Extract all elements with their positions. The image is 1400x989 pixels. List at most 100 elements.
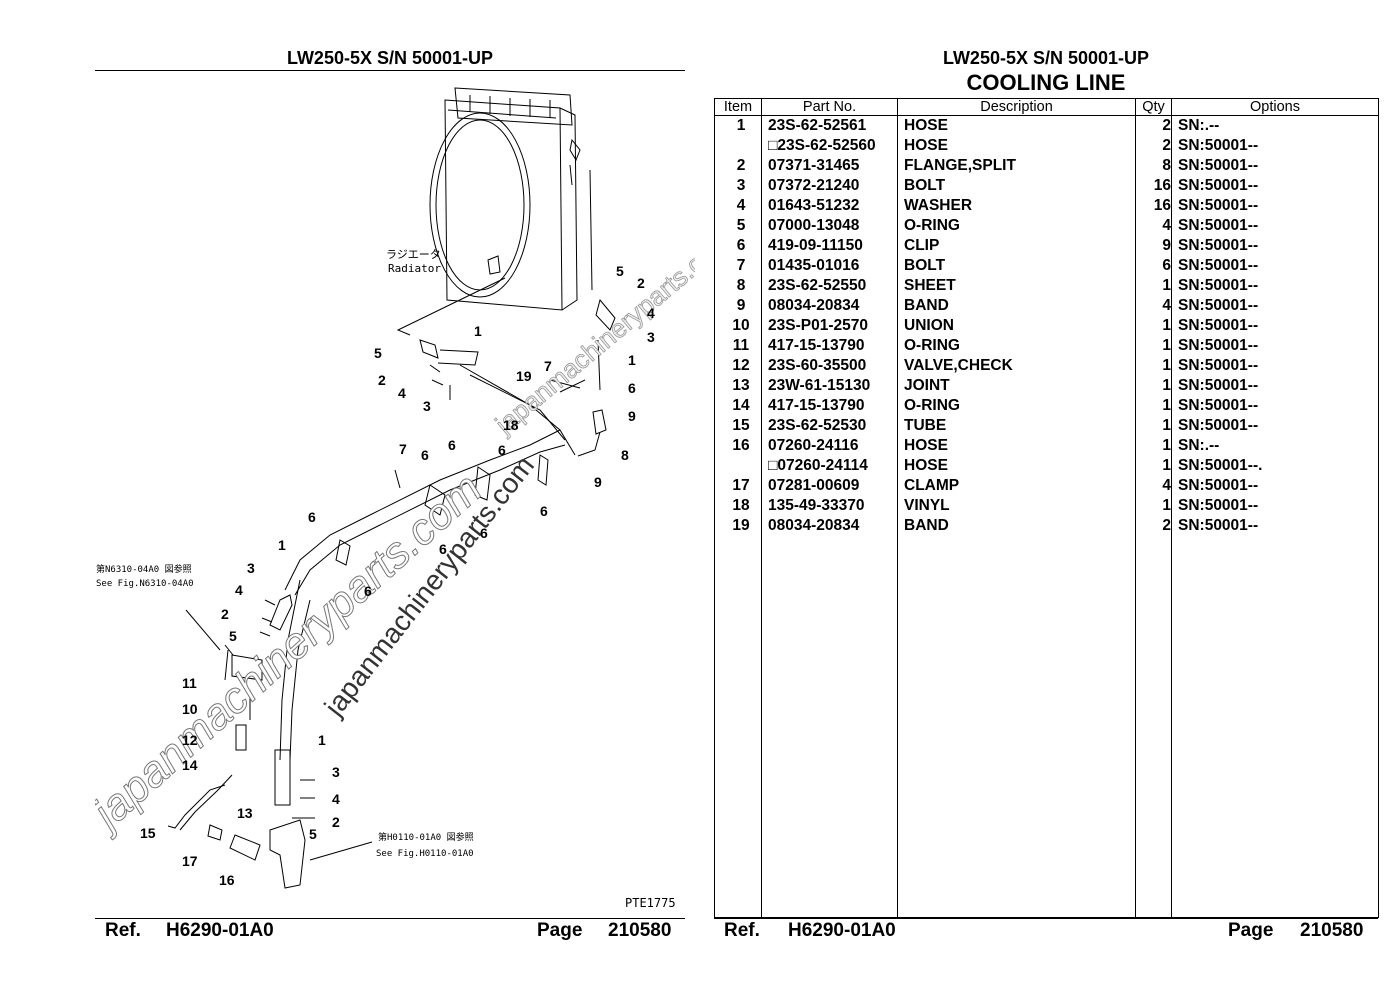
see-fig-2-en: See Fig.H0110-01A0 (376, 849, 474, 859)
callout: 18 (503, 417, 519, 433)
cell-qty: 1 (1135, 416, 1172, 436)
left-title-rule (95, 70, 685, 71)
cell-part-no: □07260-24114 (761, 456, 898, 476)
cell-qty: 16 (1135, 196, 1172, 216)
callout: 2 (637, 275, 645, 291)
cell-part-no: 07260-24116 (761, 436, 898, 456)
cell-qty: 1 (1135, 356, 1172, 376)
cell-part-no: 01435-01016 (761, 256, 898, 276)
cell-part-no: 08034-20834 (761, 516, 898, 536)
callout: 13 (237, 805, 253, 821)
left-footer-rule (95, 918, 685, 919)
callout: 5 (374, 345, 382, 361)
cell-part-no: 07371-31465 (761, 156, 898, 176)
callout: 2 (221, 606, 229, 622)
callout: 4 (235, 582, 243, 598)
cell-options: SN:50001-- (1171, 496, 1379, 516)
cell-qty: 1 (1135, 456, 1172, 476)
cell-description: HOSE (897, 115, 1136, 136)
cell-description: CLIP (897, 236, 1136, 256)
cell-item: 8 (714, 276, 762, 296)
radiator-drawing (429, 87, 593, 311)
callout: 6 (540, 503, 548, 519)
cell-description: O-RING (897, 216, 1136, 236)
cell-part-no: 23S-62-52561 (761, 115, 898, 136)
right-page-value: 210580 (1300, 920, 1364, 941)
cell-part-no: 07000-13048 (761, 216, 898, 236)
cell-description: HOSE (897, 456, 1136, 476)
cell-options: SN:50001-- (1171, 196, 1379, 216)
callout: 3 (332, 764, 340, 780)
callout: 17 (182, 853, 198, 869)
see-fig-1-en: See Fig.N6310-04A0 (96, 579, 194, 589)
cell-options: SN:50001-- (1171, 376, 1379, 396)
callout: 6 (628, 380, 636, 396)
cell-description: UNION (897, 316, 1136, 336)
callout: 2 (378, 372, 386, 388)
callout: 9 (594, 474, 602, 490)
cell-part-no: 417-15-13790 (761, 336, 898, 356)
cell-item: 7 (714, 256, 762, 276)
header-item: Item (714, 98, 762, 116)
callout: 5 (229, 628, 237, 644)
cell-qty: 1 (1135, 316, 1172, 336)
callout: 5 (309, 826, 317, 842)
cell-qty: 8 (1135, 156, 1172, 176)
callout: 4 (647, 305, 655, 321)
callout: 3 (647, 329, 655, 345)
callout: 1 (628, 352, 636, 368)
watermark-text-1: japanmachineryparts.com (95, 464, 491, 841)
cell-item: 13 (714, 376, 762, 396)
cell-qty: 1 (1135, 396, 1172, 416)
cell-item: 15 (714, 416, 762, 436)
section-title: COOLING LINE (966, 70, 1126, 95)
cell-item: 4 (714, 196, 762, 216)
left-page-label: Page (537, 920, 583, 941)
cell-qty: 9 (1135, 236, 1172, 256)
cell-qty: 6 (1135, 256, 1172, 276)
cell-item: 11 (714, 336, 762, 356)
callout: 12 (182, 732, 198, 748)
cell-description: VINYL (897, 496, 1136, 516)
cell-part-no: 23S-62-52530 (761, 416, 898, 436)
cell-options: SN:50001-- (1171, 156, 1379, 176)
callout: 3 (423, 398, 431, 414)
cell-description: BOLT (897, 176, 1136, 196)
table-filler-row (714, 536, 1379, 918)
cell-description: HOSE (897, 436, 1136, 456)
cell-options: SN:.-- (1171, 115, 1379, 136)
cell-description: CLAMP (897, 476, 1136, 496)
cell-options: SN:50001--. (1171, 456, 1379, 476)
table-header-row: Item Part No. Description Qty Options (714, 98, 1379, 116)
cell-description: BAND (897, 296, 1136, 316)
cell-options: SN:50001-- (1171, 416, 1379, 436)
cell-qty: 2 (1135, 136, 1172, 156)
cell-part-no: 07281-00609 (761, 476, 898, 496)
cell-options: SN:50001-- (1171, 336, 1379, 356)
cell-options: SN:50001-- (1171, 256, 1379, 276)
cell-options: SN:50001-- (1171, 216, 1379, 236)
callout: 6 (308, 509, 316, 525)
header-description: Description (897, 98, 1136, 116)
cell-part-no: 417-15-13790 (761, 396, 898, 416)
cell-description: SHEET (897, 276, 1136, 296)
see-fig-1-jp: 第N6310-04A0 図参照 (96, 563, 192, 575)
cell-description: VALVE,CHECK (897, 356, 1136, 376)
callout: 4 (332, 791, 340, 807)
callout: 1 (318, 732, 326, 748)
left-ref-value: H6290-01A0 (166, 920, 274, 941)
cell-item: 18 (714, 496, 762, 516)
callout: 6 (364, 583, 372, 599)
cell-options: SN:50001-- (1171, 176, 1379, 196)
callout: 7 (544, 358, 552, 374)
